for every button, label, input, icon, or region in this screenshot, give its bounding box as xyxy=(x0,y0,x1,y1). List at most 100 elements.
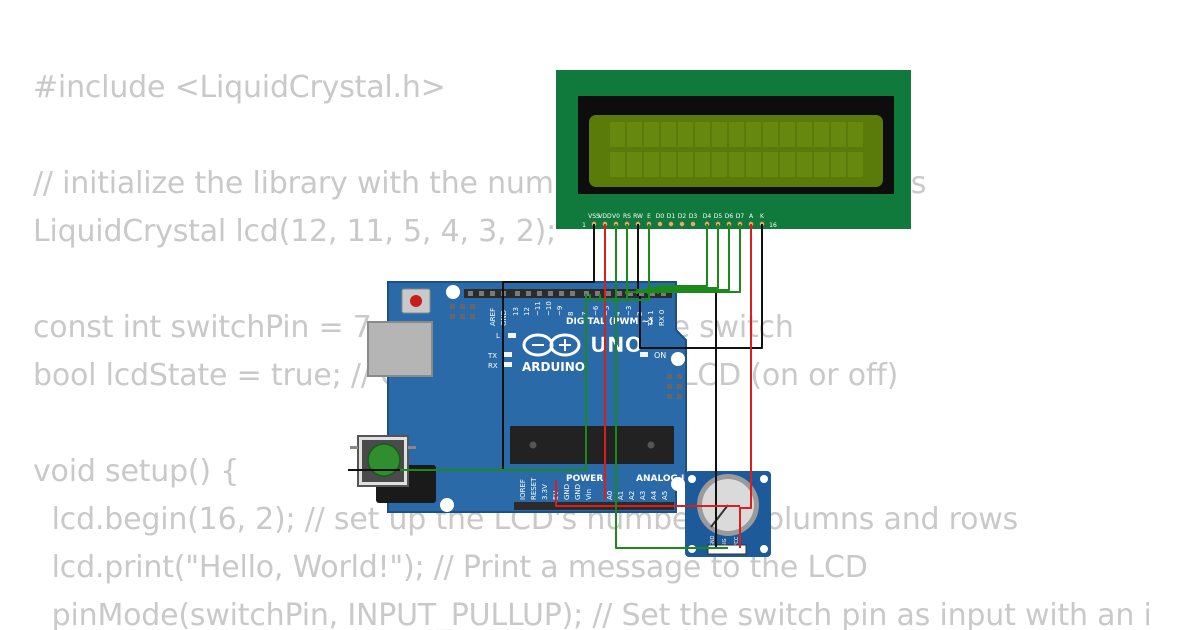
lcd-pin-label: D0 xyxy=(656,213,665,220)
wire-lcd-vss-gnd xyxy=(502,224,595,300)
lcd-pin-label: D1 xyxy=(667,213,676,220)
wire-button-pin7 xyxy=(400,294,587,471)
pin-label: ~11 xyxy=(534,301,542,316)
lcd-pin-label: D2 xyxy=(678,213,687,220)
code-line-pinmode: pinMode(switchPin, INPUT_PULLUP); // Set… xyxy=(33,598,1152,630)
power-pin-label: GND xyxy=(563,484,571,500)
aref-label: AREF xyxy=(489,308,497,326)
usb-port xyxy=(367,321,433,377)
lcd-pin-label: RS xyxy=(623,213,631,220)
chip-dot xyxy=(529,441,537,449)
on-led-label: ON xyxy=(654,351,666,360)
push-button-leg xyxy=(350,446,358,449)
on-led xyxy=(640,352,648,357)
power-pin-label: 3.3V xyxy=(541,484,549,500)
analog-pin-label: A2 xyxy=(628,491,636,500)
lcd-display[interactable]: VSS VDD V0 RS RW E D0 D1 D2 D3 D4 D5 D6 … xyxy=(556,70,911,229)
analog-pin-label: A4 xyxy=(650,490,658,500)
l-led xyxy=(508,333,516,338)
code-line-lcd-print: lcd.print("Hello, World!"); // Print a m… xyxy=(33,550,868,585)
push-button-cap[interactable] xyxy=(367,443,401,477)
arduino-brand-label: ARDUINO xyxy=(522,360,585,374)
icsp-header-2 xyxy=(667,374,682,399)
potentiometer-indicator xyxy=(710,504,729,528)
pin-label: ~10 xyxy=(545,301,553,316)
lcd-character-cells xyxy=(610,122,863,177)
pin-label: 13 xyxy=(512,307,520,316)
chip-dot xyxy=(647,441,655,449)
wire-lcd-a-5v xyxy=(739,224,752,548)
analog-label: ANALOG IN xyxy=(636,474,692,484)
pot-pin-label: VCC xyxy=(734,536,740,547)
code-line-setup: void setup() { xyxy=(33,454,240,489)
mounting-hole xyxy=(671,352,685,366)
lcd-pin-label: D7 xyxy=(736,213,745,220)
wire-lcd-v0-pot-sig xyxy=(615,224,728,549)
push-button[interactable] xyxy=(350,435,416,487)
lcd-pin-first-label: 1 xyxy=(582,222,586,229)
pin-label: 12 xyxy=(523,307,531,316)
lcd-pin-label: RW xyxy=(633,213,643,220)
analog-pin-label: A1 xyxy=(617,491,625,500)
potentiometer-header xyxy=(707,544,747,555)
tx-led-label: TX xyxy=(487,352,497,360)
lcd-pin-label: D5 xyxy=(714,213,723,220)
pin-label: ~3 xyxy=(625,306,633,316)
mounting-hole xyxy=(440,498,454,512)
lcd-pin-label: V0 xyxy=(612,213,620,220)
power-pin-label: IOREF xyxy=(519,479,527,500)
potentiometer[interactable]: GND SIG VCC xyxy=(685,471,771,557)
wire-lcd-d7 xyxy=(625,224,741,294)
power-pin-label: RESET xyxy=(530,477,538,500)
lcd-pin-last-label: 16 xyxy=(769,222,777,229)
pin-label: TX 1 xyxy=(647,310,655,327)
reset-button-cap xyxy=(410,295,422,307)
pot-pin-label: SIG xyxy=(722,538,728,547)
pin-label: ~9 xyxy=(556,306,564,316)
rx-led xyxy=(504,362,512,367)
mounting-hole xyxy=(446,285,460,299)
pot-pin-label: GND xyxy=(710,535,716,547)
mounting-hole xyxy=(760,475,768,483)
power-pin-label: GND xyxy=(574,484,582,500)
analog-pin-label: A0 xyxy=(606,491,614,500)
l-led-label: L xyxy=(496,332,500,340)
lcd-pin-label: D6 xyxy=(725,213,734,220)
mounting-hole xyxy=(760,545,768,553)
mounting-hole xyxy=(671,477,685,491)
lcd-pin-label: K xyxy=(760,213,765,220)
tx-led xyxy=(504,352,512,357)
microcontroller-chip xyxy=(510,426,674,464)
analog-pin-label: A5 xyxy=(661,491,669,500)
pin-label: 4 xyxy=(614,311,622,316)
wire-lcd-e xyxy=(599,224,650,301)
wire-lcd-k-gnd xyxy=(639,224,763,349)
code-line-lcd-constructor: LiquidCrystal lcd(12, 11, 5, 4, 3, 2); xyxy=(33,214,557,249)
analog-pin-label: A3 xyxy=(639,491,647,500)
mounting-hole xyxy=(688,475,696,483)
lcd-pin-label: E xyxy=(647,213,651,220)
push-button-leg xyxy=(408,446,416,449)
arduino-logo-icon xyxy=(522,333,581,357)
pin-label: ~5 xyxy=(603,306,611,316)
lcd-pin-label: D3 xyxy=(689,213,698,220)
arduino-uno-board[interactable]: AREF GND 13 12 ~11 ~10 ~9 8 7 ~6 ~5 4 ~3… xyxy=(367,281,692,513)
lcd-pin-label: VDD xyxy=(598,213,612,220)
power-pin-label: Vin xyxy=(585,489,593,500)
rx-led-label: RX xyxy=(488,362,498,370)
pin-label: ~6 xyxy=(592,305,600,316)
power-label: POWER xyxy=(566,474,603,484)
lcd-pin-label: D4 xyxy=(703,213,712,220)
wire-5v-pot-vcc xyxy=(555,480,740,507)
icsp-header xyxy=(450,304,475,319)
digital-label: DIGITAL (PWM ~) xyxy=(566,317,653,327)
pin-label: RX 0 xyxy=(658,310,666,326)
pin-label: 8 xyxy=(567,312,575,316)
code-line-include: #include <LiquidCrystal.h> xyxy=(33,70,446,105)
wires xyxy=(348,224,763,549)
lcd-pin-label: VSS xyxy=(588,213,600,220)
lcd-pin-label: A xyxy=(749,213,754,220)
digital-header xyxy=(464,289,672,298)
